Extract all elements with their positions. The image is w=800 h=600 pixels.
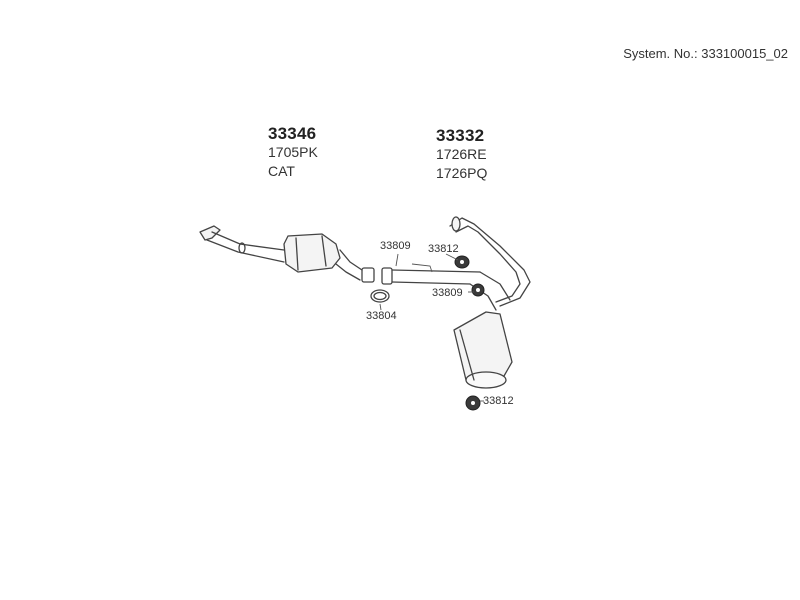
- middle-pipe-lower: [391, 281, 471, 285]
- leader-clamp-top-left: [395, 253, 399, 267]
- upper-pipe-outer: [449, 217, 531, 307]
- part-number-rear-section: 33332: [436, 126, 485, 145]
- rubber-hanger-middle-hole: [476, 288, 480, 292]
- system-number-value: 333100015_02: [701, 46, 788, 61]
- mid-pipe-lower: [335, 263, 361, 281]
- front-flange: [199, 225, 221, 241]
- leader-hanger-top: [445, 253, 459, 261]
- rubber-hanger-top-hole: [460, 260, 464, 264]
- rear-branch-upper: [479, 271, 511, 301]
- middle-pipe-upper: [391, 269, 481, 273]
- joint-clamp: [381, 267, 393, 285]
- callout-clamp-top-left: 33809: [380, 240, 411, 252]
- front-pipe-upper: [211, 231, 285, 251]
- catalytic-section-code: 1705PK: [268, 144, 318, 160]
- callout-hanger-top: 33812: [428, 243, 459, 255]
- rubber-hanger-bottom-hole: [471, 401, 475, 405]
- catalytic-section-type: CAT: [268, 163, 295, 179]
- tailpipe-end: [451, 216, 461, 232]
- leader-clamp-bracket: [411, 263, 433, 273]
- joint-sleeve: [361, 267, 375, 283]
- upper-pipe-inner: [455, 225, 521, 303]
- gasket-ring-inner: [373, 291, 387, 301]
- callout-clamp-middle: 33809: [432, 287, 463, 299]
- gasket-ring: [370, 289, 390, 303]
- system-number-label: System. No.:: [623, 46, 698, 61]
- catalytic-converter: [283, 233, 341, 273]
- rear-section-code-1: 1726RE: [436, 146, 487, 162]
- rear-section-code-2: 1726PQ: [436, 165, 488, 181]
- front-pipe-joint: [238, 242, 246, 254]
- callout-gasket: 33804: [366, 310, 397, 322]
- rear-silencer-outlet: [465, 371, 507, 389]
- front-pipe-lower: [206, 239, 285, 263]
- mid-pipe-upper: [339, 249, 363, 271]
- callout-hanger-bottom: 33812: [483, 395, 514, 407]
- system-number: System. No.: 333100015_02: [623, 46, 788, 61]
- rear-silencer-edge: [459, 329, 475, 381]
- leader-gasket: [379, 303, 382, 311]
- part-number-catalytic-section: 33346: [268, 124, 317, 143]
- catalytic-converter-seams: [295, 235, 327, 271]
